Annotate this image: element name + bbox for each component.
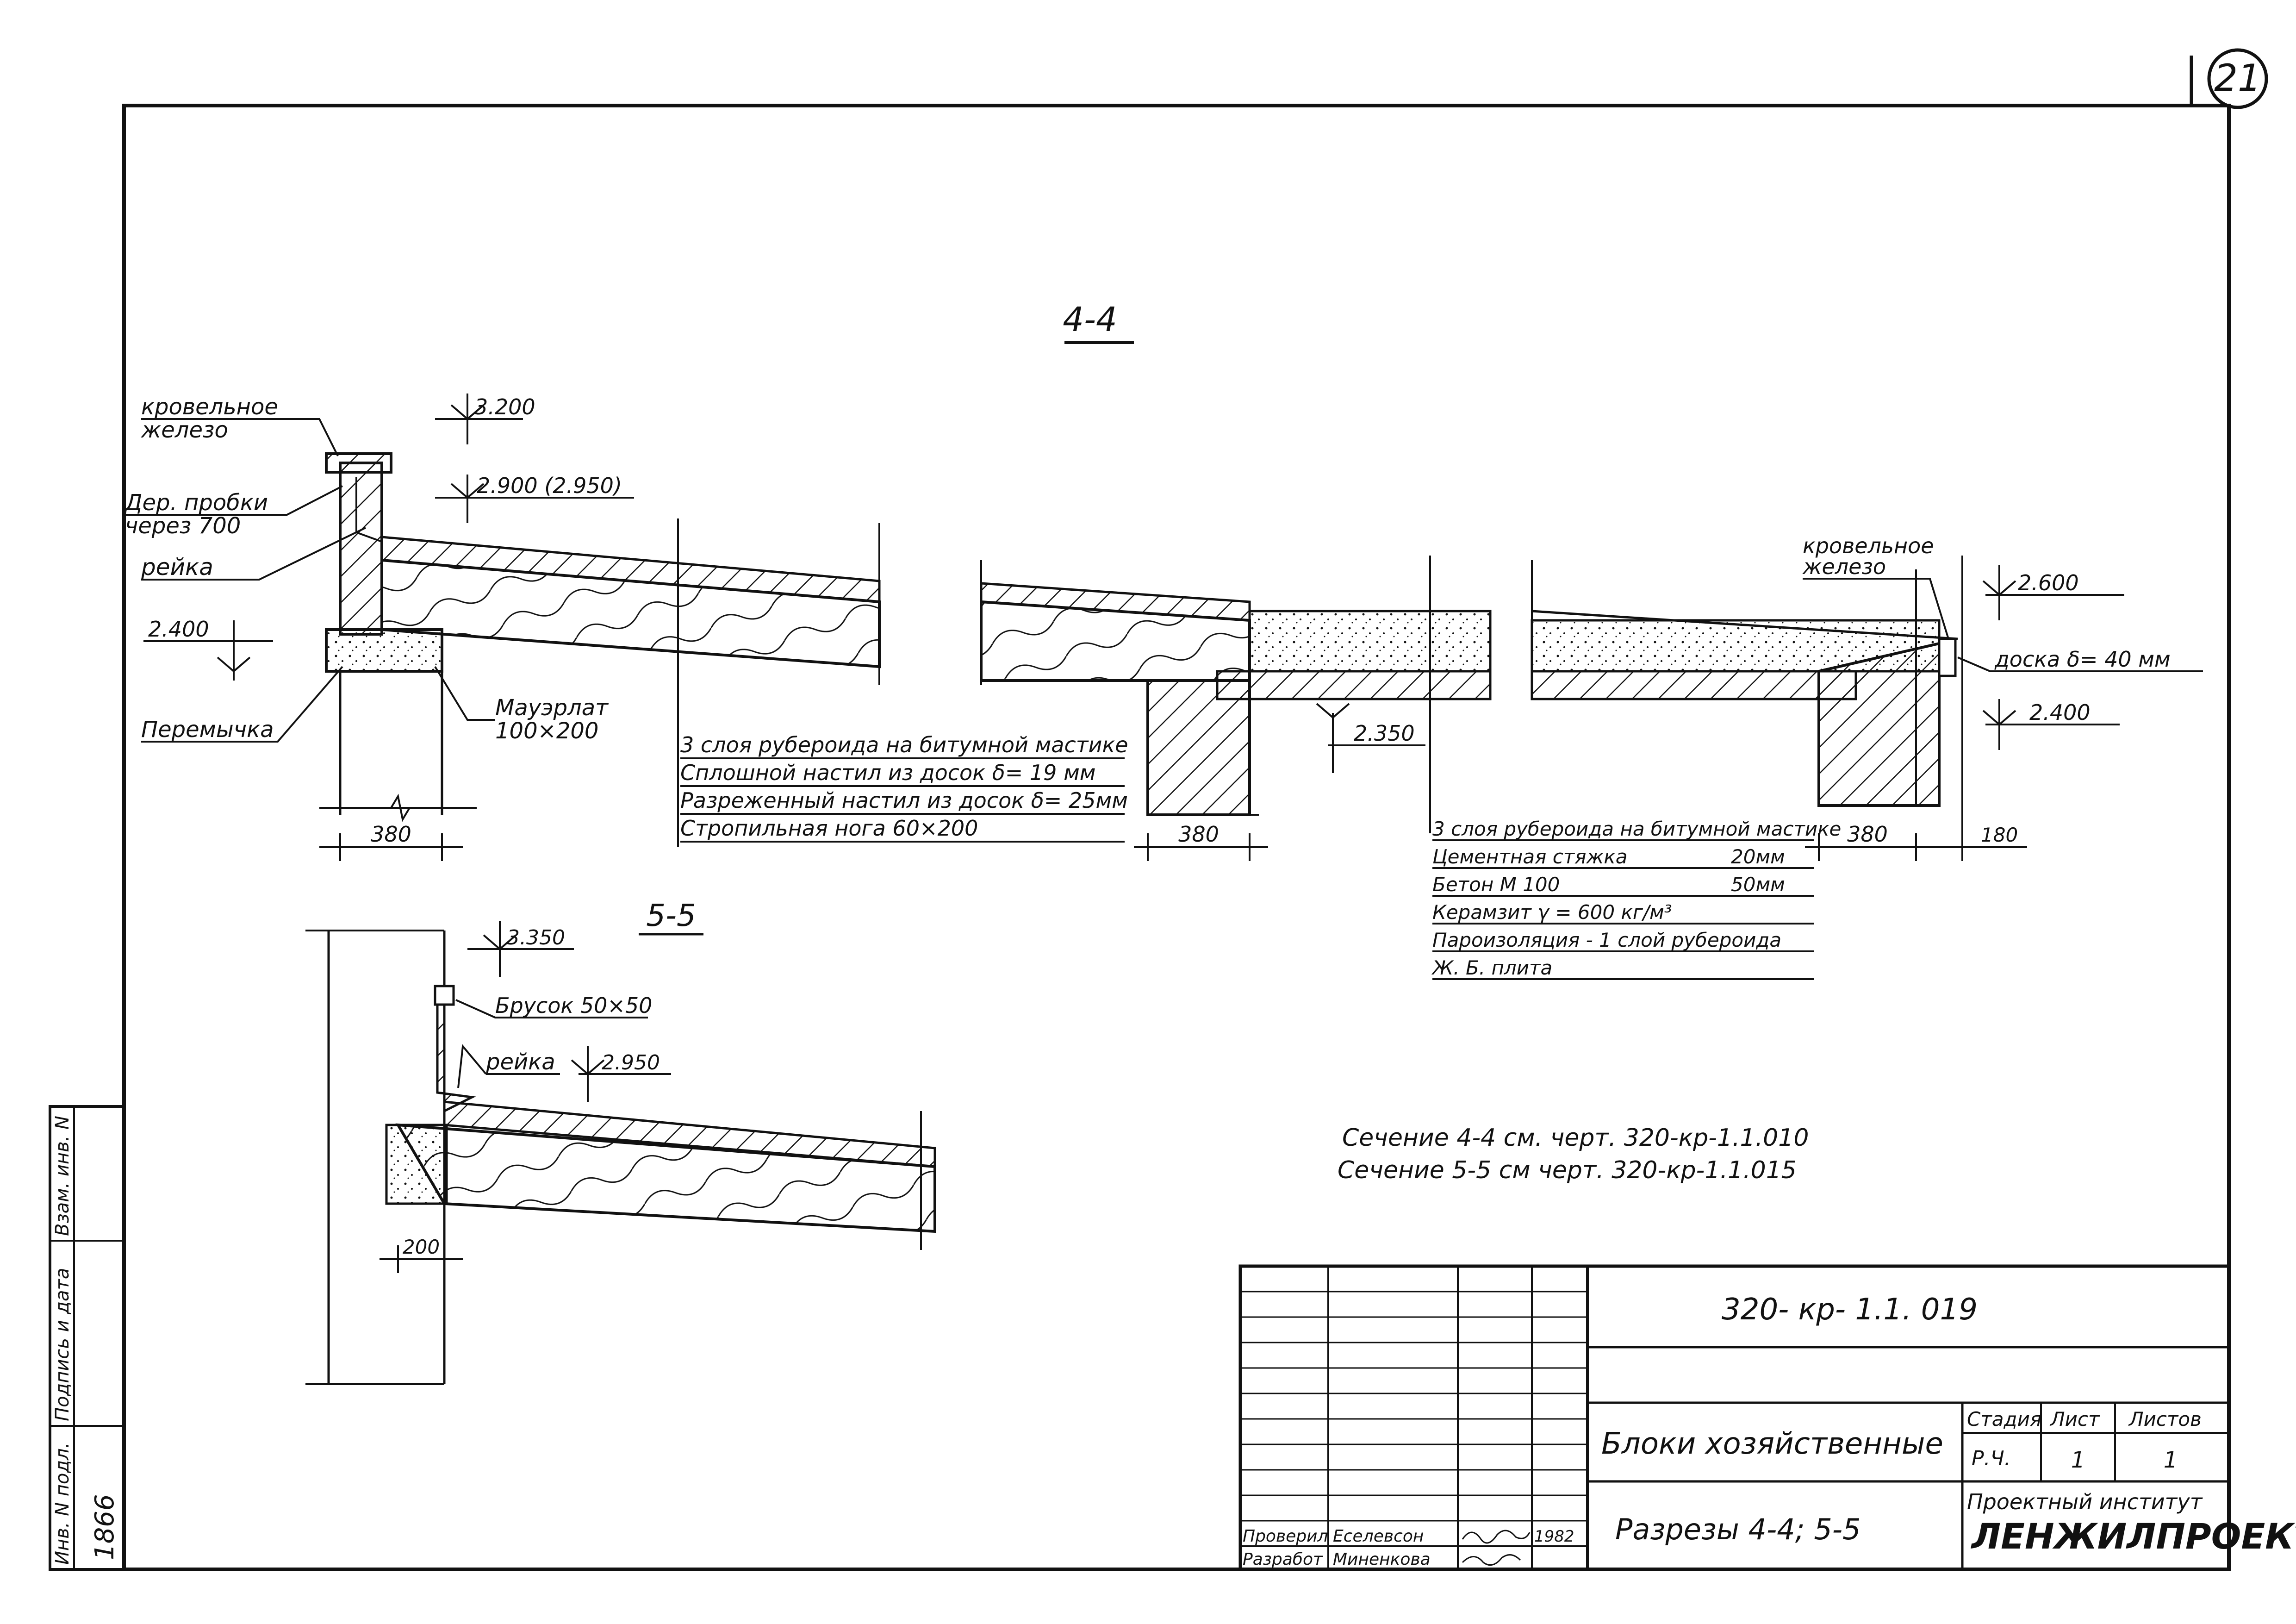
side-stamp: Инв. N подл. Подпись и дата Взам. инв. N…: [49, 1105, 125, 1571]
sheet-number-badge: 21: [2190, 48, 2268, 109]
stamp-inv: Инв. N подл.: [52, 1443, 73, 1565]
svg-text:2.950: 2.950: [602, 1051, 660, 1074]
sheet-frame: [122, 104, 2231, 1571]
label-roof-iron-2: железо: [141, 417, 228, 443]
row-role-1: Проверил: [1243, 1527, 1328, 1546]
note-2: Сечение 5-5 см черт. 320-кр-1.1.015: [1338, 1156, 1797, 1184]
slab-precast-middle: [1216, 670, 1492, 700]
label-bar: Брусок 50×50: [495, 993, 652, 1018]
parapet-5-5: [436, 994, 476, 1113]
doc-subtitle: Разрезы 4-4; 5-5: [1615, 1512, 1861, 1546]
svg-text:2.900 (2.950): 2.900 (2.950): [477, 473, 622, 498]
sheets-header: Листов: [2128, 1408, 2202, 1430]
layer-timber-3: Разреженный настил из досок δ= 25мм: [680, 788, 1128, 813]
title-block: 320- кр- 1.1. 019 Блоки хозяйственные Ра…: [1238, 1264, 2296, 1571]
dim-200: 200: [380, 1236, 463, 1273]
elevation-3-200: 3.200: [435, 394, 535, 444]
signature-2: [1462, 1554, 1521, 1566]
elevation-2-950: 2.950: [571, 1046, 671, 1102]
elevation-2-600: 2.600: [1982, 565, 2124, 620]
label-roof-iron-right-2: железо: [1802, 554, 1886, 579]
svg-text:200: 200: [403, 1236, 440, 1258]
svg-text:180: 180: [1981, 824, 2018, 846]
doc-name: Блоки хозяйственные: [1601, 1427, 1943, 1461]
label-wood-plugs-2: через 700: [125, 513, 241, 539]
layer-concrete-4: Керамзит γ = 600 кг/м³: [1432, 901, 1672, 924]
label-batten-5-5: рейка: [485, 1049, 555, 1075]
label-lintel: Перемычка: [141, 717, 274, 743]
svg-text:3.350: 3.350: [507, 926, 565, 949]
stamp-inv-value: 1866: [90, 1494, 120, 1560]
svg-text:380: 380: [1178, 822, 1219, 847]
wall-middle: [1146, 679, 1251, 816]
stamp-sign-date: Подпись и дата: [52, 1268, 73, 1421]
board-right: [1938, 637, 1957, 677]
label-roof-iron-right-1: кровельное: [1803, 533, 1934, 558]
row-name-1: Еселевсон: [1333, 1527, 1424, 1546]
layer-concrete-3: Бетон М 100: [1432, 873, 1560, 896]
sheet-header: Лист: [2049, 1408, 2100, 1430]
layer-concrete-2: Цементная стяжка: [1432, 845, 1627, 868]
label-wood-plugs-1: Дер. пробки: [124, 490, 268, 516]
svg-text:380: 380: [371, 822, 411, 847]
layers-concrete-list: 3 слоя рубероида на битумной мастике Цем…: [1431, 818, 1841, 980]
section-5-5-title: 5-5: [646, 898, 696, 933]
layer-timber-4: Стропильная нога 60×200: [680, 816, 978, 841]
label-wall-plate-2: 100×200: [495, 718, 598, 744]
elevation-2-900: 2.900 (2.950): [435, 473, 634, 523]
dim-380-middle: 380: [1134, 822, 1268, 861]
wall-right: [1817, 642, 1941, 807]
row-name-2: Миненкова: [1333, 1550, 1431, 1569]
bar-50x50: [434, 985, 455, 1006]
svg-text:3.200: 3.200: [474, 394, 535, 419]
label-wall-plate-1: Мауэрлат: [495, 695, 609, 721]
layer-concrete-3-value: 50мм: [1731, 873, 1785, 896]
left-parapet-cap: [325, 452, 392, 474]
stage-value: Р.Ч.: [1972, 1447, 2011, 1470]
layer-timber-1: 3 слоя рубероида на битумной мастике: [680, 732, 1128, 757]
layer-timber-2: Сплошной настил из досок δ= 19 мм: [680, 760, 1095, 785]
stamp-replace: Взам. инв. N: [52, 1116, 73, 1236]
institute-logo: ЛЕНЖИЛПРОЕКТ: [1971, 1516, 2296, 1557]
sheets-value: 1: [2164, 1447, 2178, 1473]
sheet-value: 1: [2071, 1447, 2085, 1473]
row-role-2: Разработ: [1243, 1550, 1323, 1569]
section-4-4: 4-4 кровель: [124, 300, 2203, 980]
lintel: [325, 628, 443, 673]
left-wall: [339, 462, 383, 636]
slab-concrete-middle: [1248, 610, 1492, 673]
section-4-4-title: 4-4: [1063, 300, 1117, 339]
svg-text:2.400: 2.400: [2029, 700, 2091, 725]
dim-380-right: 380 180: [1805, 822, 2027, 861]
note-1: Сечение 4-4 см. черт. 320-кр-1.1.010: [1342, 1124, 1809, 1152]
elevation-2-350: 2.350: [1316, 703, 1425, 773]
layer-concrete-5: Пароизоляция - 1 слой рубероида: [1432, 929, 1781, 951]
svg-text:2.350: 2.350: [1354, 721, 1415, 746]
layer-concrete-6: Ж. Б. плита: [1431, 956, 1552, 979]
sheet-number: 21: [2214, 56, 2261, 100]
label-board: доска δ= 40 мм: [1994, 647, 2171, 672]
layer-concrete-1: 3 слоя рубероида на битумной мастике: [1432, 818, 1841, 840]
layer-concrete-2-value: 20мм: [1731, 845, 1785, 868]
institute-name: Проектный институт: [1967, 1489, 2203, 1514]
wall-plate-5-5: [385, 1124, 448, 1205]
label-roof-iron-1: кровельное: [141, 394, 278, 420]
elevation-3-350: 3.350: [467, 921, 574, 977]
label-batten: рейка: [141, 554, 213, 581]
layers-timber-list: 3 слоя рубероида на битумной мастике Спл…: [680, 732, 1128, 843]
row-date-1: 1982: [1534, 1527, 1574, 1546]
svg-text:380: 380: [1847, 822, 1888, 847]
stage-header: Стадия: [1967, 1408, 2041, 1430]
slab-precast-right: [1531, 670, 1857, 700]
dim-380-left: 380: [319, 822, 463, 861]
elevation-2-400: 2.400: [143, 617, 273, 681]
section-5-5: 5-5 3.350 2.950 Брусок 50×50 рейка 200: [305, 898, 936, 1385]
svg-text:2.400: 2.400: [148, 617, 209, 642]
elevation-2-400-right: 2.400: [1982, 699, 2120, 750]
svg-text:2.600: 2.600: [2018, 570, 2079, 595]
signature-1: [1462, 1530, 1531, 1544]
doc-code: 320- кр- 1.1. 019: [1722, 1293, 1978, 1327]
